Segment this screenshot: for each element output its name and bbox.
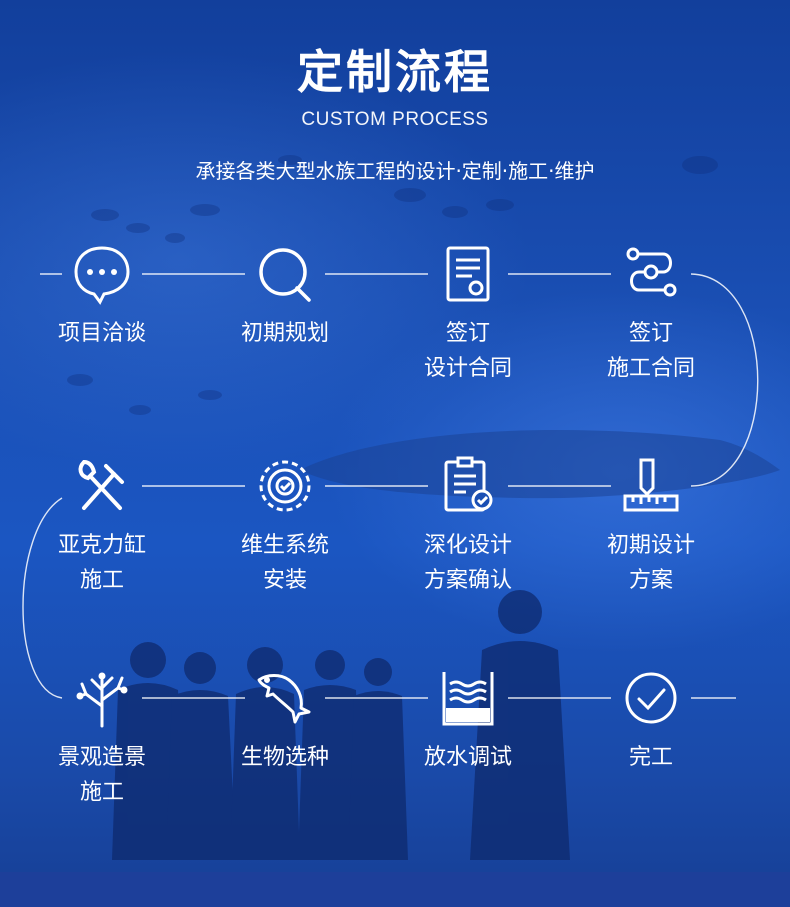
chat-bubble-icon (74, 246, 130, 305)
step-5: 初期设计 方案 (561, 454, 741, 598)
step-7: 维生系统 安装 (195, 454, 375, 598)
step-1-label: 项目洽谈 (57, 321, 146, 346)
step-1: 项目洽谈 (12, 242, 192, 351)
hammer-wrench-icon (78, 459, 124, 510)
dolphin-icon (257, 674, 311, 724)
step-12-label: 完工 (628, 745, 673, 770)
coral-icon (76, 672, 128, 728)
slogan: 承接各类大型水族工程的设计·定制·施工·维护 (195, 159, 595, 183)
visitor-silhouettes (112, 590, 570, 860)
ruler-pencil-icon (623, 458, 679, 512)
step-12: 完工 (561, 666, 741, 775)
step-6: 深化设计 方案确认 (378, 454, 558, 598)
step-10: 生物选种 (195, 666, 375, 775)
step-3-label: 签订 设计合同 (423, 321, 512, 381)
step-6-label: 深化设计 方案确认 (423, 533, 512, 593)
check-circle-icon (625, 672, 677, 724)
step-9-label: 景观造景 施工 (57, 745, 146, 805)
step-8-label: 亚克力缸 施工 (57, 533, 146, 593)
step-10-label: 生物选种 (240, 745, 329, 770)
step-4-label: 签订 施工合同 (606, 321, 695, 381)
whale-shark (300, 430, 780, 499)
contract-document-icon (446, 246, 490, 302)
gear-icon (259, 460, 311, 512)
step-7-label: 维生系统 安装 (240, 533, 329, 593)
checklist-icon (444, 456, 493, 512)
step-3: 签订 设计合同 (378, 242, 558, 386)
fish-school (67, 155, 718, 415)
process-path-gear-icon (626, 247, 677, 297)
step-4: 签订 施工合同 (561, 242, 741, 386)
step-2: 初期规划 (195, 242, 375, 351)
header: 定制流程 CUSTOM PROCESS 承接各类大型水族工程的设计·定制·施工·… (0, 40, 790, 186)
step-8: 亚克力缸 施工 (12, 454, 192, 598)
step-2-label: 初期规划 (240, 321, 329, 346)
step-9: 景观造景 施工 (12, 666, 192, 810)
page-title: 定制流程 (297, 45, 493, 99)
bottom-band (0, 872, 790, 907)
step-5-label: 初期设计 方案 (606, 533, 695, 593)
step-11-label: 放水调试 (423, 745, 512, 770)
page-subtitle: CUSTOM PROCESS (301, 109, 489, 130)
water-tank-icon (442, 672, 494, 726)
search-icon (259, 248, 311, 302)
step-11: 放水调试 (378, 666, 558, 775)
